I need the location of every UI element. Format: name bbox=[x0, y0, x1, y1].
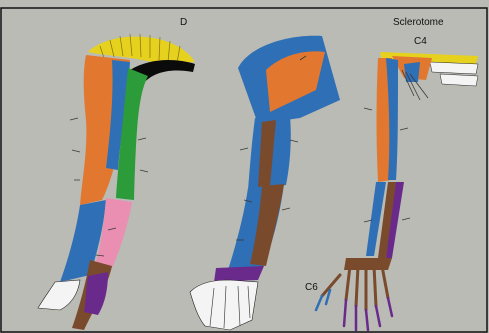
right-arm-carpals bbox=[344, 258, 392, 270]
right-arm-rib-2 bbox=[440, 74, 478, 86]
bottom-c-label: C6 bbox=[305, 282, 318, 293]
panel-label: D bbox=[180, 17, 187, 28]
right-arm-rib-1 bbox=[430, 62, 478, 74]
middle-arm-purple-wrist bbox=[214, 266, 264, 282]
sclerotome-title: Sclerotome bbox=[393, 17, 444, 28]
top-c-label: C4 bbox=[414, 36, 427, 47]
